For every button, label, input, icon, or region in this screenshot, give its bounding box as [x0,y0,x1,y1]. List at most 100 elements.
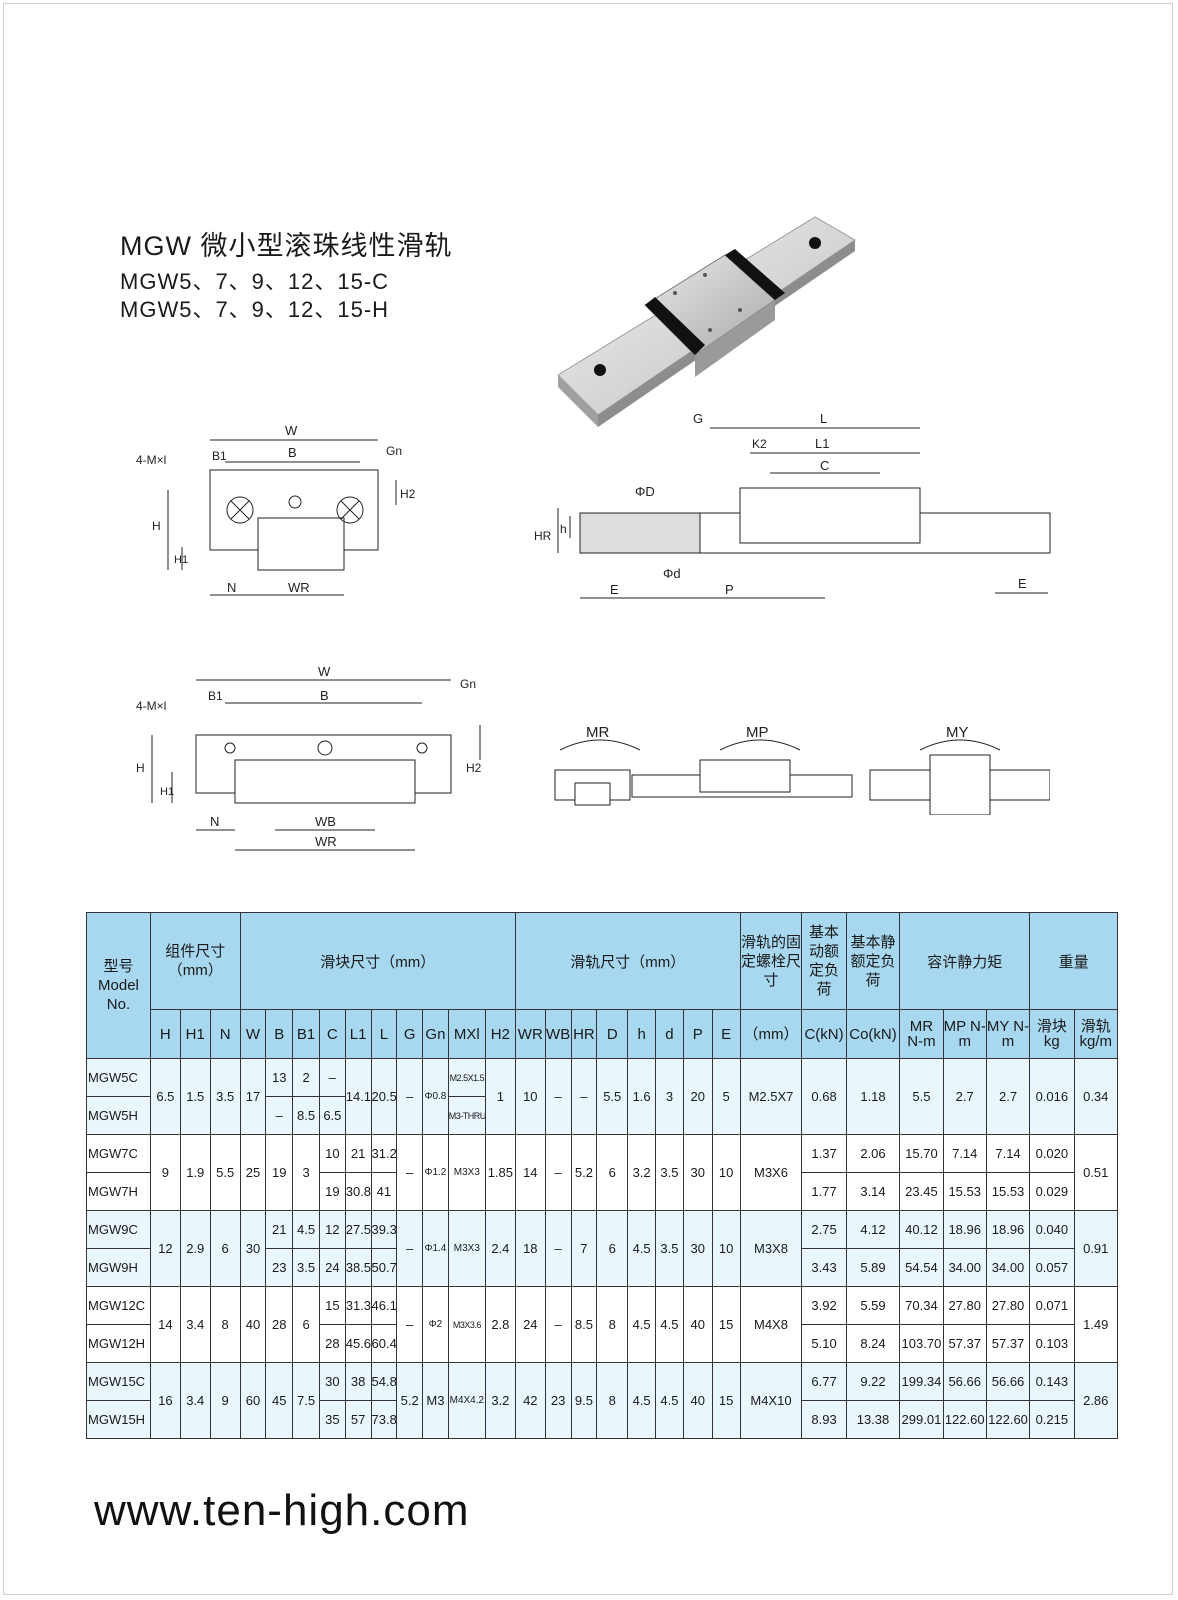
table-cell: 10 [318,1134,346,1173]
table-cell: – [396,1134,424,1211]
table-cell: M3X3.6 [447,1286,486,1363]
table-cell: 5.5 [209,1134,241,1211]
side-label-phi-small-d: Φd [663,566,681,581]
side-label-hr: HR [534,529,552,543]
table-cell: 35 [318,1400,346,1439]
col-c-kn: C(kN) [801,1009,847,1059]
table-cell: 54.8 [370,1362,398,1401]
wide-label-h1: H1 [160,786,174,798]
model-cell: MGW5H [86,1096,151,1135]
side-label-l: L [820,411,827,426]
table-cell: 15.53 [942,1172,987,1211]
table-cell: 8 [596,1362,629,1439]
table-cell: 1.85 [484,1134,516,1211]
side-label-phid: ΦD [635,484,655,499]
table-cell: 0.057 [1029,1248,1075,1287]
table-cell: 8.93 [801,1400,847,1439]
table-cell: 14 [149,1286,181,1363]
col-h1: H1 [179,1009,211,1059]
table-cell: 12 [318,1210,346,1249]
table-cell: 4.12 [845,1210,901,1249]
table-cell: 199.34 [899,1362,944,1401]
table-cell: 1.49 [1073,1286,1118,1363]
col-wb: WB [544,1009,572,1059]
table-cell: M3X3 [447,1210,486,1287]
dim-label-n: N [227,580,236,595]
table-cell: M2.5X1.5 [447,1058,486,1097]
table-cell: 57.37 [942,1324,987,1363]
moment-diagrams: MR MP MY [554,724,1050,815]
table-cell: 2.8 [484,1286,516,1363]
table-cell: 14.1 [344,1058,372,1135]
table-cell: M4X8 [739,1286,803,1363]
table-cell: 6 [596,1210,629,1287]
col-w: W [239,1009,267,1059]
table-cell: 3.5 [292,1248,320,1287]
table-cell: 15 [711,1286,741,1363]
table-cell: 40 [239,1286,267,1363]
table-cell: 27.5 [344,1210,372,1249]
table-cell: – [396,1286,424,1363]
side-label-c: C [820,458,829,473]
table-cell: 9 [149,1134,181,1211]
col-gn: Gn [422,1009,449,1059]
model-cell: MGW5C [86,1058,151,1097]
table-cell: 0.34 [1073,1058,1118,1135]
table-cell: 3.14 [845,1172,901,1211]
col-hr: HR [570,1009,598,1059]
table-cell: 4.5 [292,1210,320,1249]
table-cell: 10 [711,1134,741,1211]
table-cell: 3.43 [801,1248,847,1287]
table-cell: 19 [318,1172,346,1211]
table-cell: 18.96 [942,1210,987,1249]
table-cell: 2.06 [845,1134,901,1173]
table-cell: 21 [265,1210,294,1249]
table-cell: 30.8 [344,1172,372,1211]
website-url: www.ten-high.com [94,1486,470,1535]
wide-label-wb: WB [315,814,336,829]
table-cell: 0.020 [1029,1134,1075,1173]
table-cell: 13.38 [845,1400,901,1439]
table-cell: 0.51 [1073,1134,1118,1211]
table-cell: 16 [149,1362,181,1439]
side-label-g: G [693,411,703,426]
table-cell: 25 [239,1134,267,1211]
table-cell: 5.10 [801,1324,847,1363]
col-h2: H2 [484,1009,516,1059]
table-cell: Φ0.8 [422,1058,449,1135]
table-cell: 15.53 [985,1172,1031,1211]
side-label-e-right: E [1018,576,1027,591]
model-cell: MGW12H [86,1324,151,1363]
table-cell: – [396,1058,424,1135]
table-cell: 27.80 [942,1286,987,1325]
table-cell: M4X4.2 [447,1362,486,1439]
dim-label-4mxl: 4-M×l [136,453,166,467]
header-rail: 滑轨尺寸（mm） [514,912,741,1010]
wide-label-w: W [318,664,331,679]
table-cell: 3.5 [655,1210,684,1287]
table-cell: 1.77 [801,1172,847,1211]
table-cell: 0.91 [1073,1210,1118,1287]
spec-table: 型号 Model No. 组件尺寸（mm） 滑块尺寸（mm） 滑轨尺寸（mm） … [86,912,1118,1439]
table-cell: 15 [318,1286,346,1325]
table-cell: 20 [682,1058,713,1135]
wide-label-h2: H2 [466,761,482,775]
table-cell: 5.2 [396,1362,424,1439]
dim-label-h1: H1 [174,554,188,566]
table-cell: M3X8 [739,1210,803,1287]
moment-label-mr: MR [586,724,609,741]
wide-label-b: B [320,688,329,703]
table-cell: 38 [344,1362,372,1401]
col-g: G [396,1009,424,1059]
table-cell: Φ1.4 [422,1210,449,1287]
table-cell: 40 [682,1362,713,1439]
table-cell: 73.8 [370,1400,398,1439]
table-cell: 31.3 [344,1286,372,1325]
table-cell: 17 [239,1058,267,1135]
table-cell: 4.5 [655,1362,684,1439]
table-cell: 31.2 [370,1134,398,1173]
side-label-l1: L1 [815,436,829,451]
table-cell: 0.68 [801,1058,847,1135]
table-cell: 19 [265,1134,294,1211]
table-cell: 1.6 [627,1058,657,1135]
